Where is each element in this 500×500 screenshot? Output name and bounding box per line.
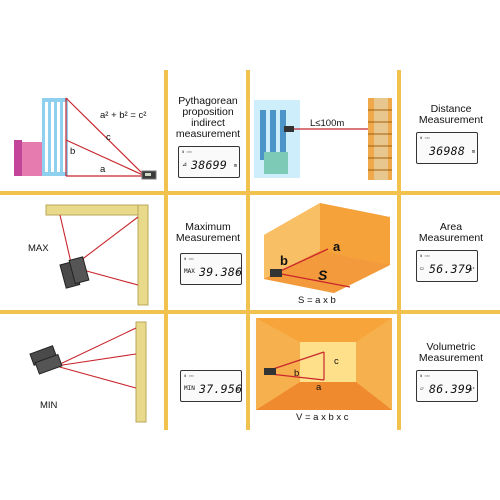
pythagorean-formula: a² + b² = c² [100,110,147,121]
room-volume-drawing [256,318,392,410]
display-value: 56.379 [429,262,473,276]
display-indicator: ▮ ▭▭ [184,256,194,261]
area-illustration: a b S S = a x b [250,195,397,310]
display-value: 39.386 [199,265,243,279]
min-label: MIN [40,400,58,411]
room-floor-drawing [264,203,390,293]
display-prefix: ▱ [420,385,424,392]
pythagorean-title: Pythagorean proposition indirect measure… [175,95,241,140]
grid-line-v1 [164,70,168,430]
grid-line-v2 [246,70,250,430]
display-indicator: ▮ ▭▭ [184,373,194,378]
maximum-display: ▮ ▭▭ MAX 39.386 m [180,253,242,285]
display-indicator: ▮ ▭▭ [420,253,430,258]
display-prefix: ▭ [420,265,424,272]
display-unit: m [235,270,239,276]
display-value: 37.956 [199,382,243,396]
volumetric-display: ▮ ▭▭ ▱ 86.399 m³ [416,370,478,402]
display-indicator: ▮ ▭▭ [420,135,430,140]
distance-title: Distance Measurement [418,103,484,126]
display-prefix: ⊿ [182,161,188,168]
distance-display: ▮ ▭▭ 36988 m [416,132,478,164]
minimum-illustration: MIN [0,314,164,430]
display-unit: m [471,149,475,155]
building-triangle-drawing [14,97,157,180]
area-center-label: S [318,267,328,283]
display-unit: m [235,387,239,393]
volumetric-illustration: c b a V = a x b x c [250,314,397,430]
side-b-label: b [70,146,76,157]
display-prefix: MAX [184,268,195,275]
vol-side-a-label: a [316,382,322,393]
display-value: 36988 [429,144,466,158]
display-prefix: MIN [184,385,195,392]
minimum-display: ▮ ▭▭ MIN 37.956 m [180,370,242,402]
display-indicator: ▮ ▭▭ [420,373,430,378]
two-buildings-drawing [254,98,392,180]
display-unit: m [233,163,237,169]
volumetric-formula: V = a x b x c [296,412,349,423]
grid-line-h2 [0,310,500,314]
display-value: 38699 [191,158,228,172]
vol-side-c-label: c [334,356,339,367]
display-value: 86.399 [429,382,473,396]
grid-line-h1 [0,191,500,195]
grid-line-v3 [397,70,401,430]
distance-illustration: L≤100m [250,70,397,190]
max-label: MAX [28,243,49,254]
area-display: ▮ ▭▭ ▭ 56.379 m² [416,250,478,282]
area-side-b-label: b [280,253,288,268]
pythagorean-illustration: a² + b² = c² c b a [0,70,164,190]
wall-corner-drawing [45,204,149,306]
area-side-a-label: a [333,239,341,254]
side-a-label: a [100,164,106,175]
display-unit: m³ [468,387,475,393]
vol-side-b-label: b [294,368,300,379]
area-title: Area Measurement [418,221,484,244]
volumetric-title: Volumetric Measurement [418,341,484,364]
maximum-title: Maximum Measurement [175,221,241,244]
distance-range-label: L≤100m [310,118,345,129]
wall-min-drawing [29,321,147,423]
display-indicator: ▮ ▭▭ [182,149,192,154]
display-unit: m² [468,267,475,273]
maximum-illustration: MAX [0,195,164,310]
side-c-label: c [106,132,111,143]
area-formula: S = a x b [298,295,336,306]
pythagorean-display: ▮ ▭▭ ⊿ 38699 m [178,146,240,178]
